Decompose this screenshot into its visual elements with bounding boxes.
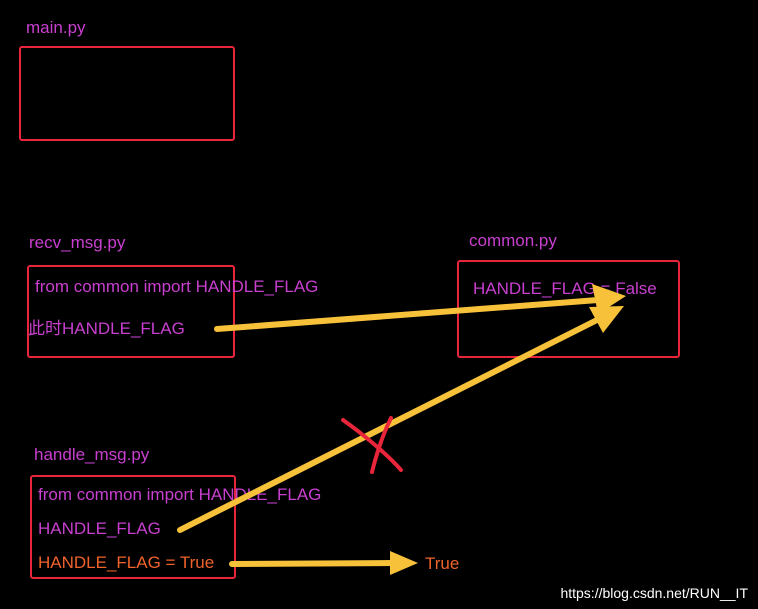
common-file-box: [457, 260, 680, 358]
handle-assign-line: HANDLE_FLAG = True: [38, 553, 215, 572]
cross-stroke-2: [370, 416, 393, 474]
result-true-label: True: [425, 554, 460, 573]
recv-flag-line: 此时HANDLE_FLAG: [28, 319, 185, 338]
cross-stroke-1: [341, 418, 403, 472]
handle-file-label: handle_msg.py: [34, 445, 150, 464]
common-flag-line: HANDLE_FLAG = False: [473, 279, 657, 298]
assign-to-true-arrow-head: [390, 551, 418, 575]
handle-import-line: from common import HANDLE_FLAG: [38, 485, 322, 504]
handle-flag-line: HANDLE_FLAG: [38, 519, 161, 538]
recv-file-label: recv_msg.py: [29, 233, 126, 252]
recv-import-line: from common import HANDLE_FLAG: [35, 277, 319, 296]
common-file-label: common.py: [469, 231, 557, 250]
assign-to-true-arrow-shaft: [229, 560, 396, 567]
watermark: https://blog.csdn.net/RUN__IT: [560, 585, 748, 601]
main-file-label: main.py: [26, 18, 86, 37]
main-file-box: [19, 46, 235, 141]
